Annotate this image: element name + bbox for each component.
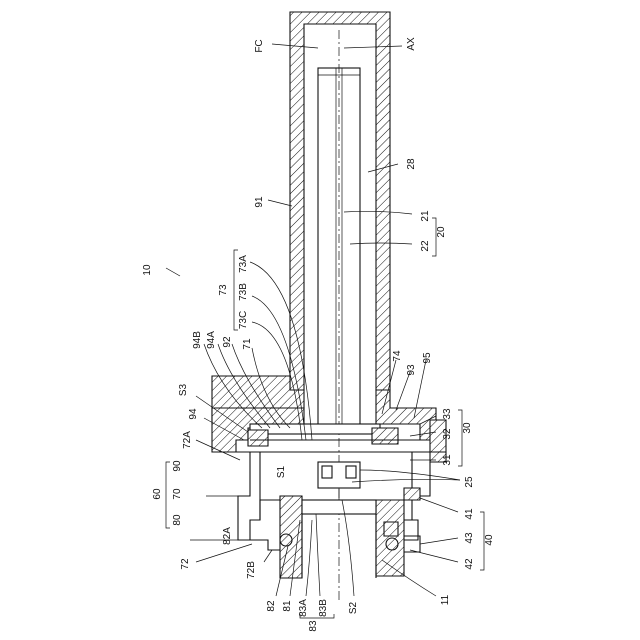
label-60: 60 (152, 488, 163, 500)
label-91: 91 (254, 196, 265, 208)
label-83: 83 (308, 620, 319, 632)
label-42: 42 (464, 558, 475, 570)
label-32: 32 (442, 428, 453, 440)
label-28: 28 (406, 158, 417, 170)
label-93: 93 (406, 364, 417, 376)
label-43: 43 (464, 532, 475, 544)
label-73B: 73B (238, 283, 249, 301)
label-94B: 94B (192, 331, 203, 349)
label-20: 20 (436, 226, 447, 238)
label-72: 72 (180, 558, 191, 570)
label-22: 22 (420, 240, 431, 252)
nozzle-80 (250, 496, 418, 578)
label-S2: S2 (348, 601, 359, 614)
label-80: 80 (172, 514, 183, 526)
seal-region (236, 424, 446, 452)
label-41: 41 (464, 508, 475, 520)
label-21: 21 (420, 210, 431, 222)
label-71: 71 (242, 338, 253, 350)
label-S1: S1 (276, 465, 287, 478)
label-82A: 82A (222, 527, 233, 545)
label-10: 10 (142, 264, 153, 276)
label-72A: 72A (182, 431, 193, 449)
label-92: 92 (222, 336, 233, 348)
sensor-25 (318, 462, 360, 500)
label-33: 33 (442, 408, 453, 420)
label-73: 73 (218, 284, 229, 296)
label-31: 31 (442, 454, 453, 466)
label-72B: 72B (246, 561, 257, 579)
label-70: 70 (172, 488, 183, 500)
label-FC: FC (254, 39, 265, 52)
label-25: 25 (464, 476, 475, 488)
label-81: 81 (282, 600, 293, 612)
label-95: 95 (422, 352, 433, 364)
label-S3: S3 (178, 383, 189, 396)
label-94A: 94A (206, 331, 217, 349)
label-30: 30 (462, 422, 473, 434)
label-82: 82 (266, 600, 277, 612)
label-73C: 73C (238, 311, 249, 329)
label-94: 94 (188, 408, 199, 420)
label-83B: 83B (318, 599, 329, 617)
label-40: 40 (484, 534, 495, 546)
label-74: 74 (392, 350, 403, 362)
label-90: 90 (172, 460, 183, 472)
label-AX: AX (406, 37, 417, 51)
label-11: 11 (440, 594, 451, 605)
label-73A: 73A (238, 255, 249, 273)
